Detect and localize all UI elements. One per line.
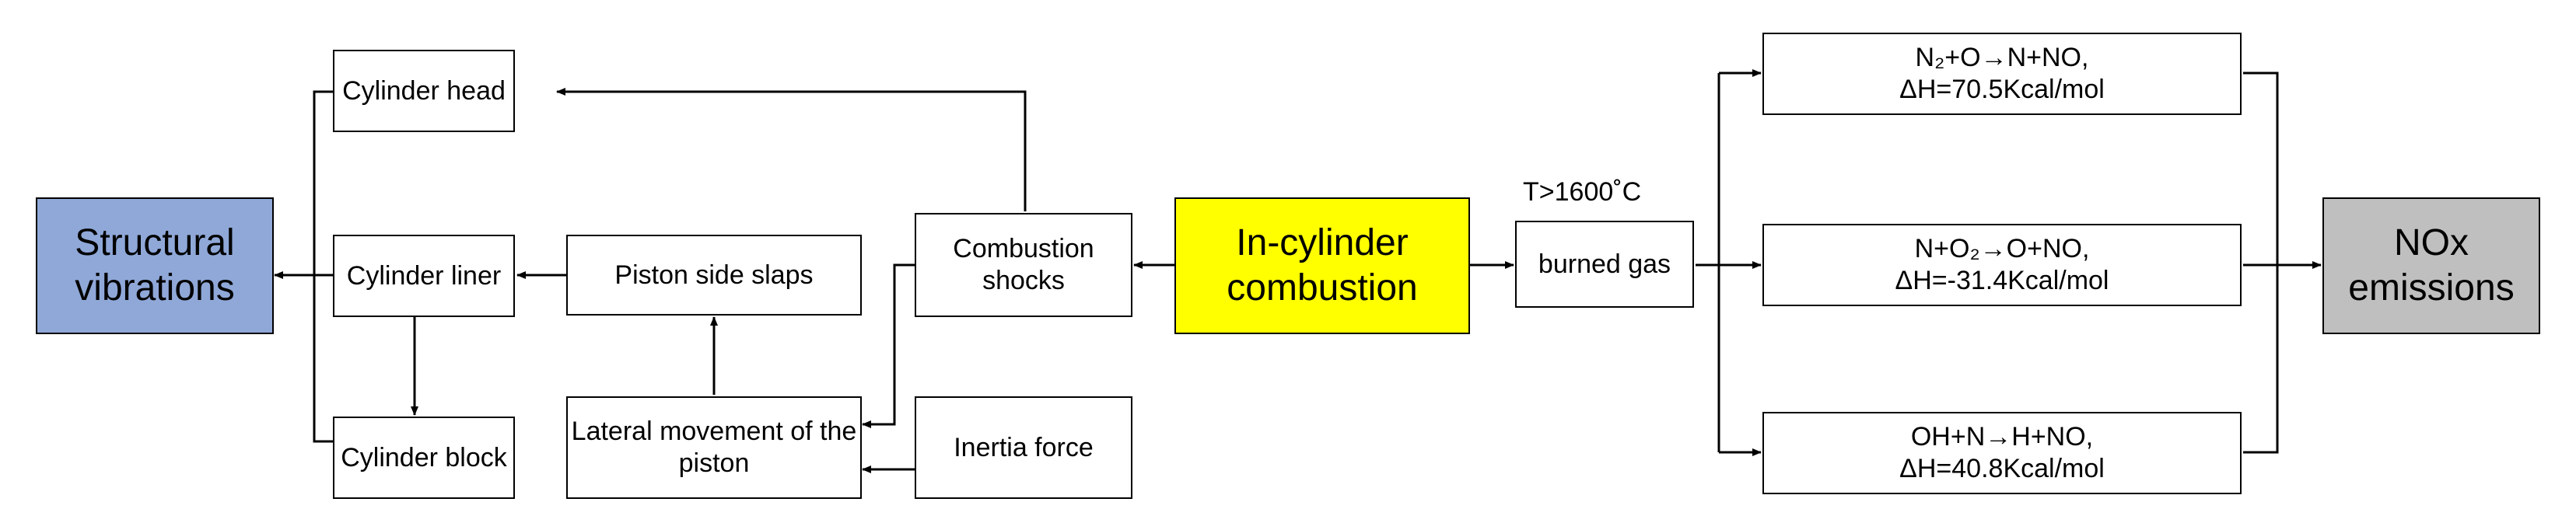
arrow-shocks-to-lateral bbox=[862, 263, 915, 428]
lateral-movement-label: Lateral movement of the piston bbox=[571, 417, 857, 478]
reaction-1-equation: N₂+O→N+NO, bbox=[1915, 43, 2089, 73]
lateral-movement-box: Lateral movement of the piston bbox=[566, 396, 862, 499]
reaction-box-1: N₂+O→N+NO, ΔH=70.5Kcal/mol bbox=[1762, 33, 2242, 115]
in-cylinder-combustion-label: In-cylinder combustion bbox=[1227, 222, 1418, 309]
reaction-2-enthalpy: ΔH=-31.4Kcal/mol bbox=[1895, 266, 2109, 295]
burned-gas-label: burned gas bbox=[1538, 249, 1671, 279]
bracket-reactions bbox=[2243, 71, 2279, 454]
in-cylinder-combustion-box: In-cylinder combustion bbox=[1174, 197, 1470, 334]
reaction-1-text: N₂+O→N+NO, ΔH=70.5Kcal/mol bbox=[1899, 42, 2105, 106]
reaction-3-text: OH+N→H+NO, ΔH=40.8Kcal/mol bbox=[1899, 421, 2105, 485]
structural-vibrations-label: Structural vibrations bbox=[75, 222, 235, 309]
reaction-1-enthalpy: ΔH=70.5Kcal/mol bbox=[1899, 75, 2105, 104]
reaction-2-equation: N+O₂→O+NO, bbox=[1914, 234, 2090, 264]
combustion-shocks-label: Combustion shocks bbox=[953, 234, 1094, 295]
cylinder-liner-label: Cylinder liner bbox=[346, 260, 502, 291]
inertia-force-box: Inertia force bbox=[915, 396, 1132, 499]
nox-emissions-box: NOx emissions bbox=[2322, 197, 2540, 334]
cylinder-head-box: Cylinder head bbox=[333, 50, 515, 132]
arrow-shocks-to-head bbox=[556, 88, 1027, 211]
cylinder-head-label: Cylinder head bbox=[342, 75, 506, 106]
reaction-3-equation: OH+N→H+NO, bbox=[1910, 422, 2094, 452]
cylinder-block-label: Cylinder block bbox=[341, 442, 507, 472]
combustion-shocks-box: Combustion shocks bbox=[915, 213, 1132, 317]
piston-side-slaps-label: Piston side slaps bbox=[614, 260, 814, 290]
reaction-box-2: N+O₂→O+NO, ΔH=-31.4Kcal/mol bbox=[1762, 224, 2242, 306]
reaction-box-3: OH+N→H+NO, ΔH=40.8Kcal/mol bbox=[1762, 412, 2242, 494]
burned-gas-box: burned gas bbox=[1515, 221, 1694, 308]
temperature-label: T>1600˚C bbox=[1523, 177, 1642, 207]
structural-vibrations-box: Structural vibrations bbox=[36, 197, 274, 334]
cylinder-block-box: Cylinder block bbox=[333, 417, 515, 499]
nox-emissions-label: NOx emissions bbox=[2348, 222, 2515, 309]
reaction-3-enthalpy: ΔH=40.8Kcal/mol bbox=[1899, 454, 2105, 483]
bracket-cylinder-parts bbox=[313, 90, 333, 443]
cylinder-liner-box: Cylinder liner bbox=[333, 235, 515, 317]
reaction-2-text: N+O₂→O+NO, ΔH=-31.4Kcal/mol bbox=[1895, 233, 2109, 297]
piston-side-slaps-box: Piston side slaps bbox=[566, 235, 862, 316]
inertia-force-label: Inertia force bbox=[954, 432, 1094, 462]
